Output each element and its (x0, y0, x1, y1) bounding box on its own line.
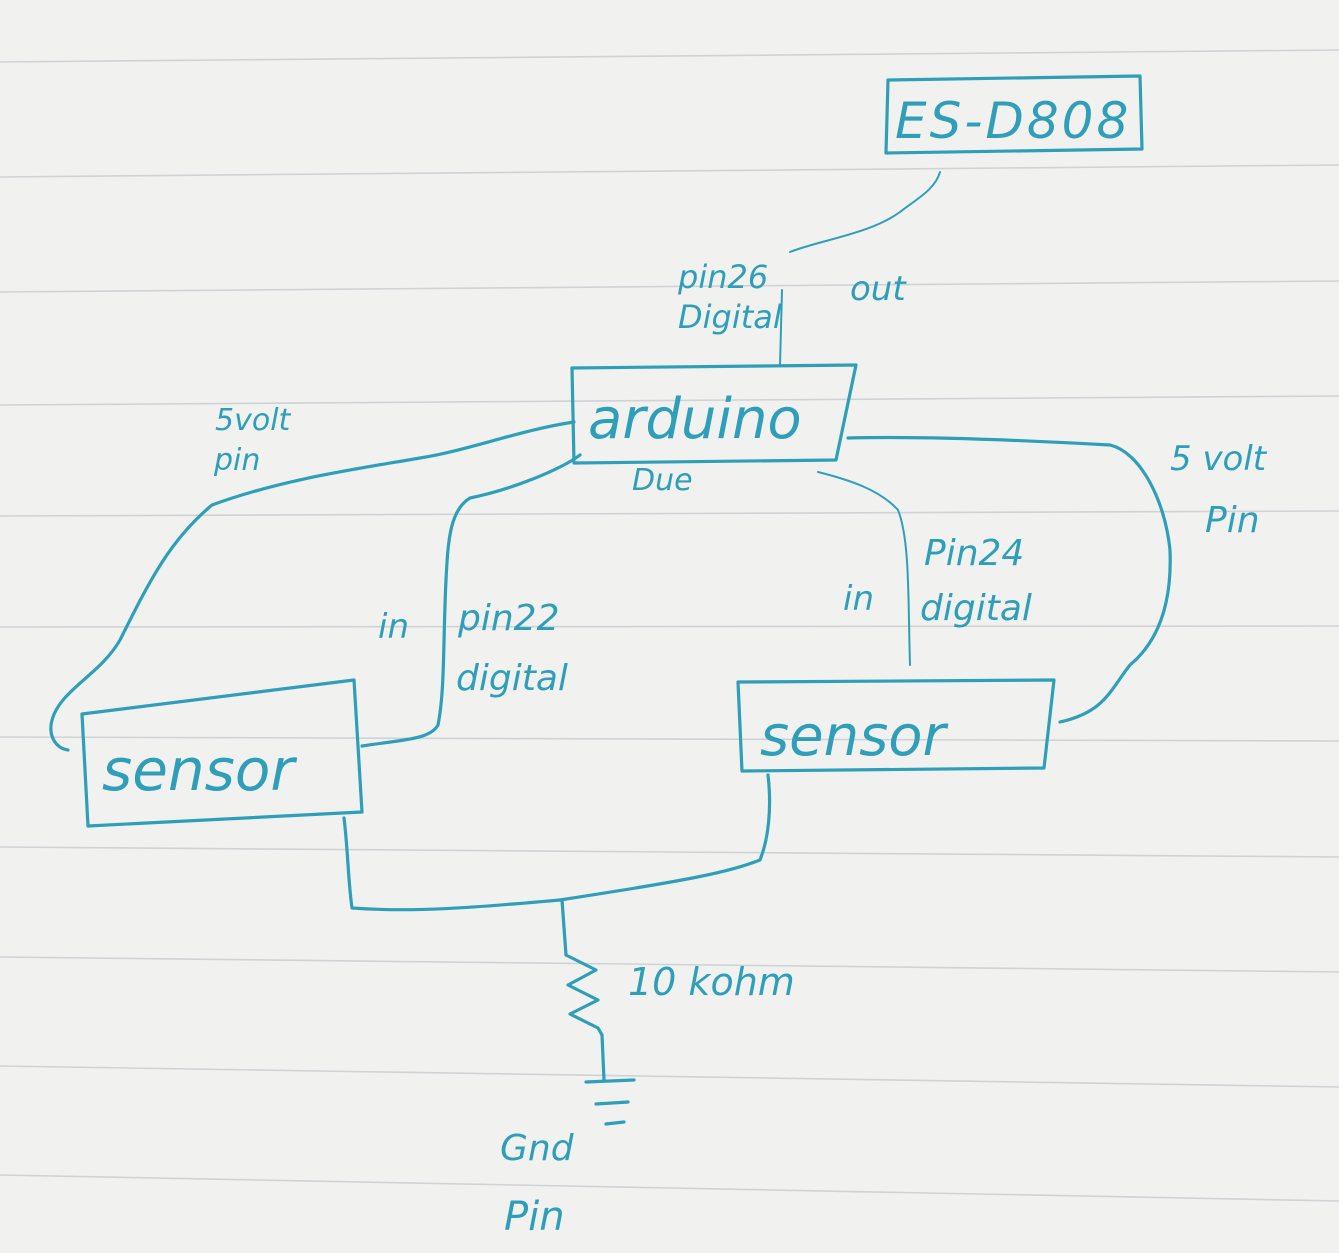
ruled-lines (0, 49, 1339, 1202)
wire-left-sensor-ground (342, 816, 562, 912)
right-5v-label: 5 volt (1170, 439, 1268, 479)
ink-layer: ES-D808 pin26 Digital out arduino Due 5v… (49, 74, 1268, 1240)
wire-pin22 (360, 453, 582, 748)
wire-right-sensor-ground (558, 773, 772, 902)
rule-line (0, 846, 1339, 858)
es-d808-box (884, 74, 1144, 155)
wire-es-d808-to-pin26 (789, 171, 941, 253)
arduino-label: arduino (588, 387, 802, 452)
rule-line (0, 956, 1339, 973)
rule-line (0, 736, 1339, 742)
pin22-digital-label: digital (456, 658, 568, 699)
gnd-label: Gnd (500, 1128, 575, 1169)
pin26-digital-label: Digital (678, 298, 782, 336)
resistor-zigzag-icon (560, 898, 606, 1082)
left-5v-pin-label: pin (213, 443, 260, 478)
arduino-box (570, 363, 858, 465)
es-d808-label: ES-D808 (895, 92, 1131, 150)
resistor-label: 10 kohm (628, 960, 795, 1004)
wire-pin24 (817, 471, 911, 666)
rule-line (0, 49, 1339, 63)
ground-bar-3 (604, 1120, 626, 1126)
left-5v-label: 5volt (215, 403, 292, 438)
rule-line (0, 395, 1339, 406)
rule-line (0, 625, 1339, 628)
rule-line (0, 164, 1339, 178)
right-5v-pin-label: Pin (1205, 500, 1260, 541)
left-in-label: in (378, 607, 409, 647)
resistor-top-lead (560, 898, 568, 957)
wire-right-5v (846, 435, 1172, 724)
ground-symbol-icon (584, 1078, 636, 1126)
rule-line (0, 280, 1339, 293)
arduino-model-label: Due (632, 463, 693, 498)
pin24-label: Pin24 (924, 533, 1024, 574)
pin24-digital-label: digital (920, 588, 1032, 629)
sensor-right-label: sensor (760, 704, 949, 769)
right-in-label: in (843, 579, 874, 619)
wire-left-5v (49, 420, 576, 752)
pin22-label: pin22 (457, 598, 559, 639)
out-label: out (850, 269, 907, 309)
sensor-left-box (80, 678, 364, 828)
rule-line (0, 1065, 1339, 1088)
pin26-label: pin26 (677, 258, 768, 296)
sensor-left-label: sensor (102, 736, 297, 804)
ground-bar-2 (594, 1100, 630, 1106)
rule-line (0, 1174, 1339, 1202)
ground-bar-1 (584, 1078, 636, 1084)
resistor-bottom-lead (600, 1033, 606, 1082)
rule-line (0, 510, 1339, 517)
resistor-zigzag (564, 953, 604, 1037)
sensor-right-box (736, 678, 1056, 773)
gnd-pin-label: Pin (504, 1194, 565, 1240)
wire-pin26-stub (779, 289, 783, 366)
